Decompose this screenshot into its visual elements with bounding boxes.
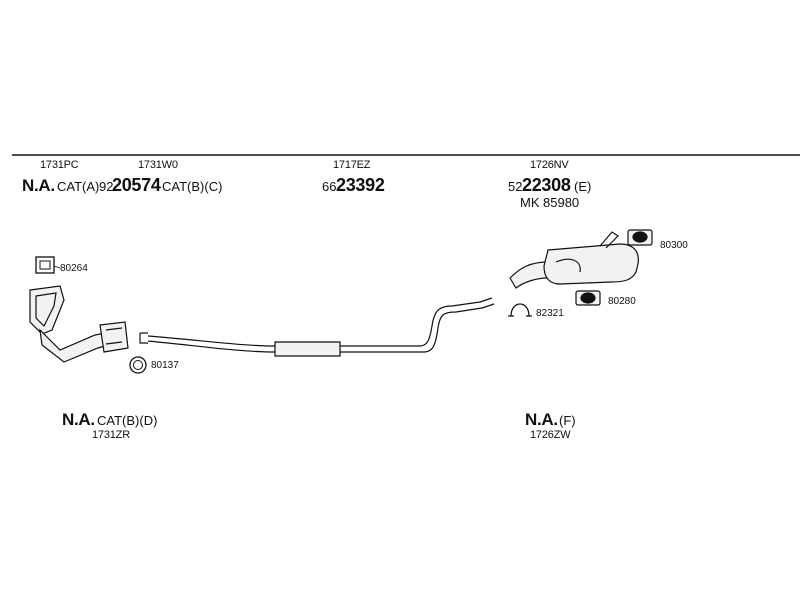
part-number-front-left: 1731PC — [40, 159, 79, 171]
part-number-bottom-left: 1731ZR — [92, 429, 130, 441]
gasket-square-part — [35, 256, 61, 274]
rear-muffler-part — [509, 231, 639, 289]
catalytic-converter-part — [29, 285, 129, 363]
cat-bd-label: CAT(B)(D) — [97, 413, 158, 428]
callout-ring: 80137 — [151, 360, 179, 371]
rubber-mount-bottom-part — [575, 290, 601, 306]
cat-bc-label: CAT(B)(C) — [162, 179, 223, 194]
bottom-right-suffix: (F) — [559, 413, 576, 428]
rubber-mount-top-part — [627, 229, 653, 246]
callout-mount-bottom: 80280 — [608, 296, 636, 307]
middle-pipe-part — [139, 297, 495, 357]
middle-set-number: 23392 — [336, 175, 385, 195]
part-number-bottom-right: 1726ZW — [530, 429, 571, 441]
callout-clamp: 82321 — [536, 308, 564, 319]
rear-set-number: 22308 — [522, 175, 571, 195]
na-label-bottom-left: N.A. — [62, 410, 95, 429]
part-number-middle: 1717EZ — [333, 159, 371, 171]
rear-suffix: (E) — [574, 179, 592, 194]
part-number-front-mid: 1731W0 — [138, 159, 178, 171]
front-set-number: 20574 — [112, 175, 161, 195]
clamp-part — [508, 303, 532, 317]
callout-gasket-square: 80264 — [60, 263, 88, 274]
cat-a-label: CAT(A) — [57, 179, 100, 194]
callout-mount-top: 80300 — [660, 240, 688, 251]
part-number-rear: 1726NV — [530, 159, 569, 171]
middle-prefix: 66 — [322, 179, 337, 194]
rear-prefix: 52 — [508, 179, 523, 194]
front-prefix: 92 — [99, 179, 114, 194]
na-label-bottom-right: N.A. — [525, 410, 558, 429]
na-label-front: N.A. — [22, 176, 55, 195]
ring-part — [129, 356, 147, 374]
mk-number: 85980 — [543, 195, 580, 210]
mk-label: MK — [520, 195, 540, 210]
